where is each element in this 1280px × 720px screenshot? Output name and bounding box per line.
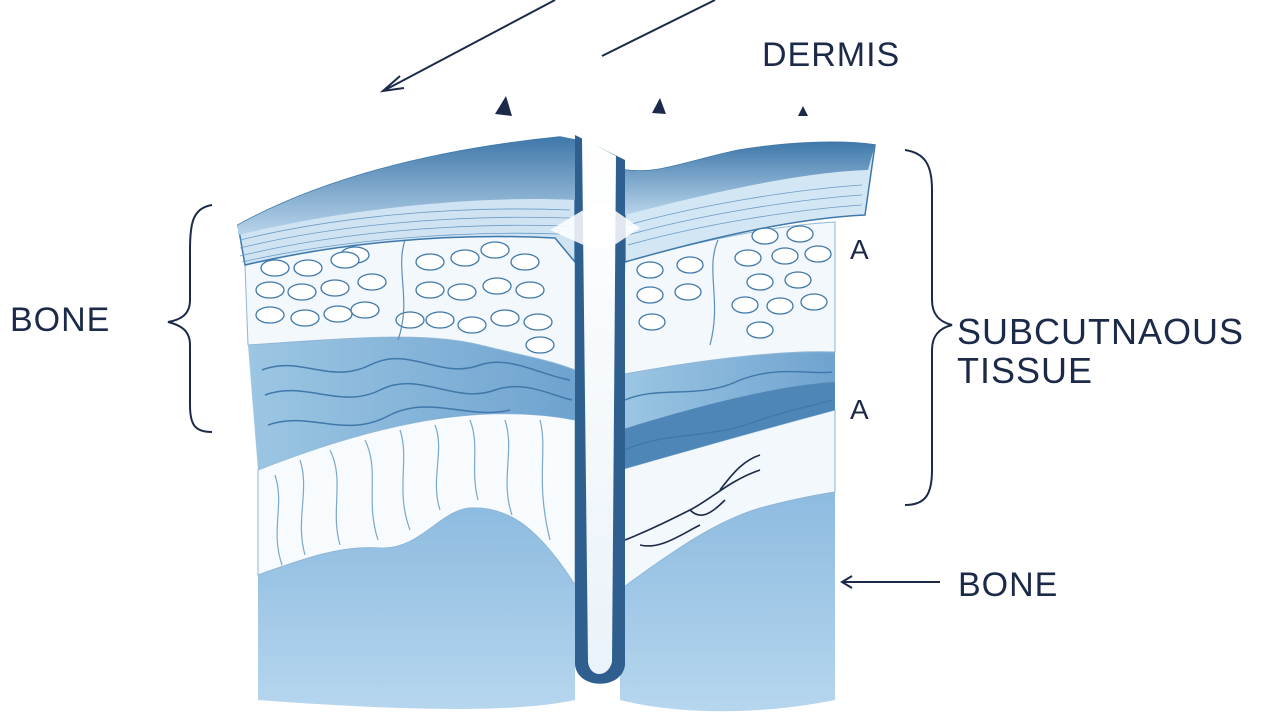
bone-layer-right xyxy=(620,492,835,712)
subcutaneous-fibers xyxy=(274,419,551,566)
fat-cells-right xyxy=(636,225,832,339)
incision-highlight xyxy=(550,200,640,248)
cell-layer-divider xyxy=(397,239,406,341)
epidermis-striations-left xyxy=(239,208,571,263)
dermis-band-right-lower xyxy=(620,382,835,470)
incision-channel-inner xyxy=(582,138,616,674)
subcutaneous-label-line2: TISSUE xyxy=(957,350,1094,391)
bone-pointer-arrow xyxy=(840,575,940,589)
subcutaneous-label-line1: SUBCUTNAOUS xyxy=(957,311,1245,352)
cell-layer-divider-right xyxy=(709,239,719,346)
dermis-band-left xyxy=(248,337,575,470)
epidermis-left-top xyxy=(238,137,575,235)
dermis-label: DERMIS xyxy=(762,36,901,74)
top-markers xyxy=(495,96,808,116)
subcutaneous-bracket-right xyxy=(904,149,953,506)
epidermis-striations-right xyxy=(627,184,863,246)
dermis-waves-left xyxy=(261,357,573,427)
bone-label-left: BONE xyxy=(10,301,111,339)
bone-bracket-left xyxy=(167,204,213,433)
bone-layer xyxy=(258,507,575,709)
subcutaneous-layer-right xyxy=(619,409,836,591)
pointer-arrows xyxy=(379,0,716,93)
marker-a-lower: A xyxy=(850,394,870,425)
subcutaneous-layer-left xyxy=(257,413,576,587)
fat-cells-left xyxy=(255,241,555,354)
dermis-waves-right xyxy=(624,370,833,451)
epidermis-right-top xyxy=(625,142,875,215)
bone-label-right: BONE xyxy=(958,566,1059,604)
marker-a-upper: A xyxy=(850,234,870,265)
blood-vessels xyxy=(624,454,761,547)
